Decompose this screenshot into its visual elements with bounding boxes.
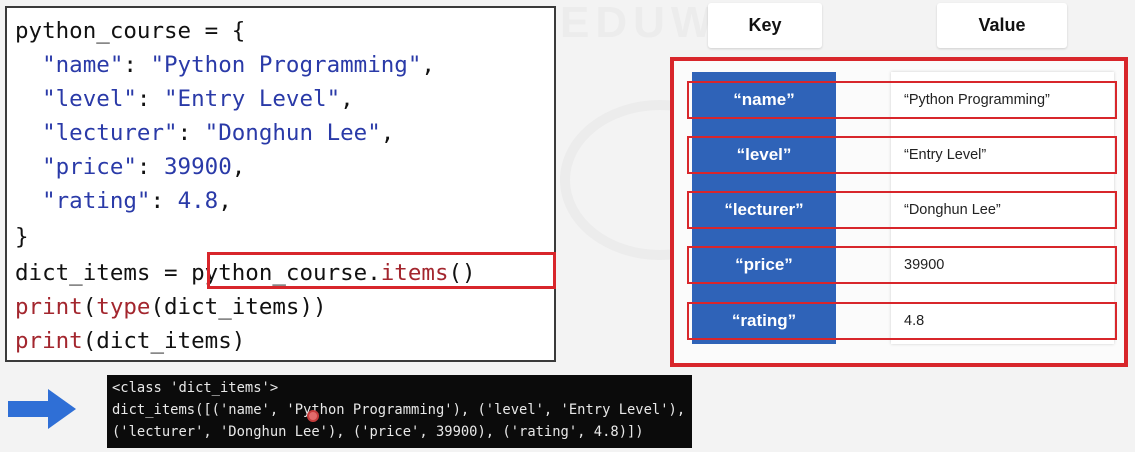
table-key-cell: “level” xyxy=(736,145,792,164)
items-call-highlight xyxy=(207,252,556,289)
code-comma: , xyxy=(421,52,435,78)
key-header: Key xyxy=(708,3,822,48)
code-assign-object: python_course. xyxy=(191,260,381,286)
table-row-highlight xyxy=(687,302,1117,340)
code-line-entry: "lecturer": "Donghun Lee", xyxy=(42,120,395,146)
mouse-cursor-indicator xyxy=(307,410,319,422)
code-items-method: items xyxy=(380,260,449,286)
table-key-cell: “name” xyxy=(733,90,795,109)
table-row-highlight xyxy=(687,136,1117,174)
table-value-cell: “Python Programming” xyxy=(904,92,1050,108)
console-output: <class 'dict_items'> dict_items([('name'… xyxy=(107,375,692,448)
code-line-entry: "name": "Python Programming", xyxy=(42,52,435,78)
code-print-args: (dict_items)) xyxy=(150,294,327,320)
code-line-assign: dict_items = python_course.items() xyxy=(15,256,476,290)
table-key-cell: “price” xyxy=(735,255,793,274)
code-comma: , xyxy=(340,86,354,112)
code-paren: ( xyxy=(82,294,97,320)
table-value-cell: 39900 xyxy=(904,257,945,273)
code-type-keyword: type xyxy=(96,294,151,320)
table-key-cell: “rating” xyxy=(731,311,797,330)
code-comma: , xyxy=(218,188,232,214)
code-value: "Donghun Lee" xyxy=(204,120,381,146)
value-header: Value xyxy=(937,3,1067,48)
code-assign-lhs: dict_items = xyxy=(15,260,192,286)
code-value: 4.8 xyxy=(177,188,219,214)
code-line-entry: "price": 39900, xyxy=(42,154,246,180)
table-row-highlight xyxy=(687,81,1117,119)
code-print-keyword: print xyxy=(15,294,83,320)
code-key: "lecturer" xyxy=(42,120,178,146)
console-output-line: ('lecturer', 'Donghun Lee'), ('price', 3… xyxy=(112,424,644,440)
table-key-cell: “lecturer” xyxy=(724,200,804,219)
table-value-cell: 4.8 xyxy=(904,313,925,329)
table-value-cell: “Donghun Lee” xyxy=(904,202,1001,218)
console-output-line: <class 'dict_items'> xyxy=(112,380,279,396)
code-key: "rating" xyxy=(42,188,151,214)
code-line-dict-close: } xyxy=(15,224,29,250)
code-value: "Entry Level" xyxy=(164,86,341,112)
code-parens: () xyxy=(448,260,476,286)
code-value: "Python Programming" xyxy=(150,52,422,78)
code-line-entry: "rating": 4.8, xyxy=(42,188,232,214)
code-print-keyword: print xyxy=(15,328,83,354)
code-panel: python_course = { "name": "Python Progra… xyxy=(5,6,556,362)
table-row-highlight xyxy=(687,191,1117,229)
table-value-cell: “Entry Level” xyxy=(904,147,987,163)
code-key: "price" xyxy=(42,154,137,180)
arrow-right-icon xyxy=(8,389,76,429)
code-line-entry: "level": "Entry Level", xyxy=(42,86,354,112)
console-output-line: dict_items([('name', 'Python Programming… xyxy=(112,402,686,418)
code-key: "name" xyxy=(42,52,124,78)
code-line-print-items: print(dict_items) xyxy=(15,324,245,358)
code-value: 39900 xyxy=(164,154,232,180)
code-line-print-type: print(type(dict_items)) xyxy=(15,290,327,324)
code-comma: , xyxy=(380,120,395,146)
code-line-dict-open: python_course = { xyxy=(15,18,246,44)
code-comma: , xyxy=(231,154,246,180)
code-print-args: (dict_items) xyxy=(82,328,246,354)
code-key: "level" xyxy=(42,86,137,112)
table-row-highlight xyxy=(687,246,1117,284)
